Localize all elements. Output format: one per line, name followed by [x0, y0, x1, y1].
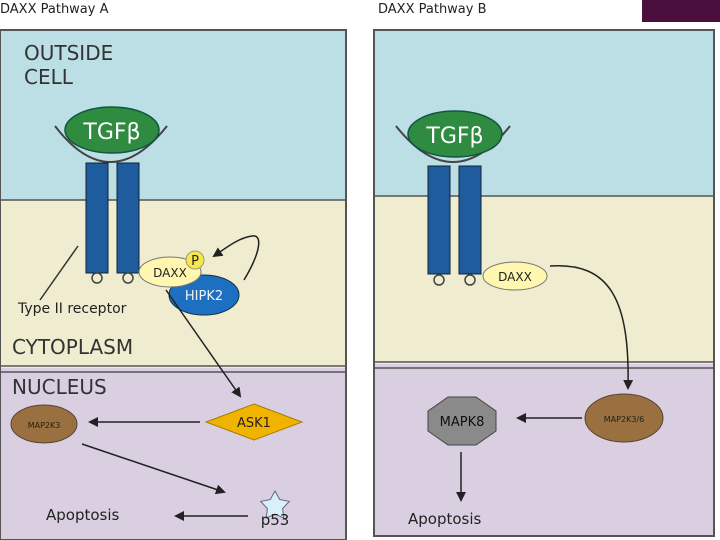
outside-label-line2: CELL [24, 65, 74, 89]
receptor-chain-left [85, 162, 109, 274]
receptor-chain-left-b [427, 165, 451, 275]
daxx-label-b: DAXX [498, 270, 532, 284]
daxx-label-a: DAXX [153, 266, 187, 280]
daxx-node-b [482, 261, 548, 291]
outside-label-line1: OUTSIDE [24, 41, 113, 65]
hipk2-label: HIPK2 [185, 289, 223, 304]
slide-accent-bar [642, 0, 720, 22]
tgfb-ligand-b [407, 110, 503, 158]
daxx-node-a [138, 256, 202, 288]
mapk8-node [427, 396, 497, 446]
ask1-node [204, 403, 304, 441]
ask1-label: ASK1 [237, 416, 271, 431]
nucleus-region-b [374, 364, 714, 536]
nucleus-label: NUCLEUS [12, 375, 107, 399]
nucleus-region [0, 368, 346, 540]
phosphorylation-arrow [212, 235, 260, 281]
outside-cell-region [0, 30, 346, 200]
panel-b: TGFβ DAXX MAP2K3/6 MAPK8 Apoptosis [373, 29, 715, 537]
type-ii-receptor-label: Type II receptor [17, 301, 127, 317]
panel-b-border [373, 29, 715, 537]
arrow-daxx-to-ask1 [165, 289, 242, 398]
arrow-daxx-to-map2k36 [549, 265, 634, 390]
panel-b-title: DAXX Pathway B [378, 2, 487, 17]
panel-a-title: DAXX Pathway A [0, 2, 109, 17]
receptor-chain-right-b [458, 165, 482, 275]
apoptosis-label-a: Apoptosis [46, 506, 120, 524]
phospho-label: P [191, 254, 199, 269]
tgfb-label-b: TGFβ [425, 124, 483, 149]
receptor-kinase-right-b [464, 274, 476, 286]
panel-a-border [0, 29, 347, 540]
map2k3-node [10, 404, 78, 444]
receptor-pointer-line [39, 245, 79, 301]
arrow-map2k3-to-p53 [81, 443, 226, 495]
tgfb-ligand [64, 106, 160, 154]
cytoplasm-label: CYTOPLASM [12, 335, 133, 359]
outside-cell-region-b [374, 30, 714, 196]
panel-a: OUTSIDE CELL CYTOPLASM NUCLEUS TGFβ Type… [0, 29, 347, 540]
mapk8-label: MAPK8 [440, 415, 485, 430]
p53-label: p53 [261, 511, 290, 529]
receptor-kinase-left-b [433, 274, 445, 286]
p53-node [259, 489, 291, 519]
tgfb-label: TGFβ [82, 120, 140, 145]
phospho-badge [185, 250, 205, 270]
receptor-chain-right [116, 162, 140, 274]
receptor-kinase-left [91, 272, 103, 284]
map2k36-label: MAP2K3/6 [604, 415, 644, 424]
map2k36-node [584, 393, 664, 443]
map2k3-label: MAP2K3 [28, 421, 61, 430]
apoptosis-label-b: Apoptosis [408, 510, 482, 528]
receptor-kinase-right [122, 272, 134, 284]
